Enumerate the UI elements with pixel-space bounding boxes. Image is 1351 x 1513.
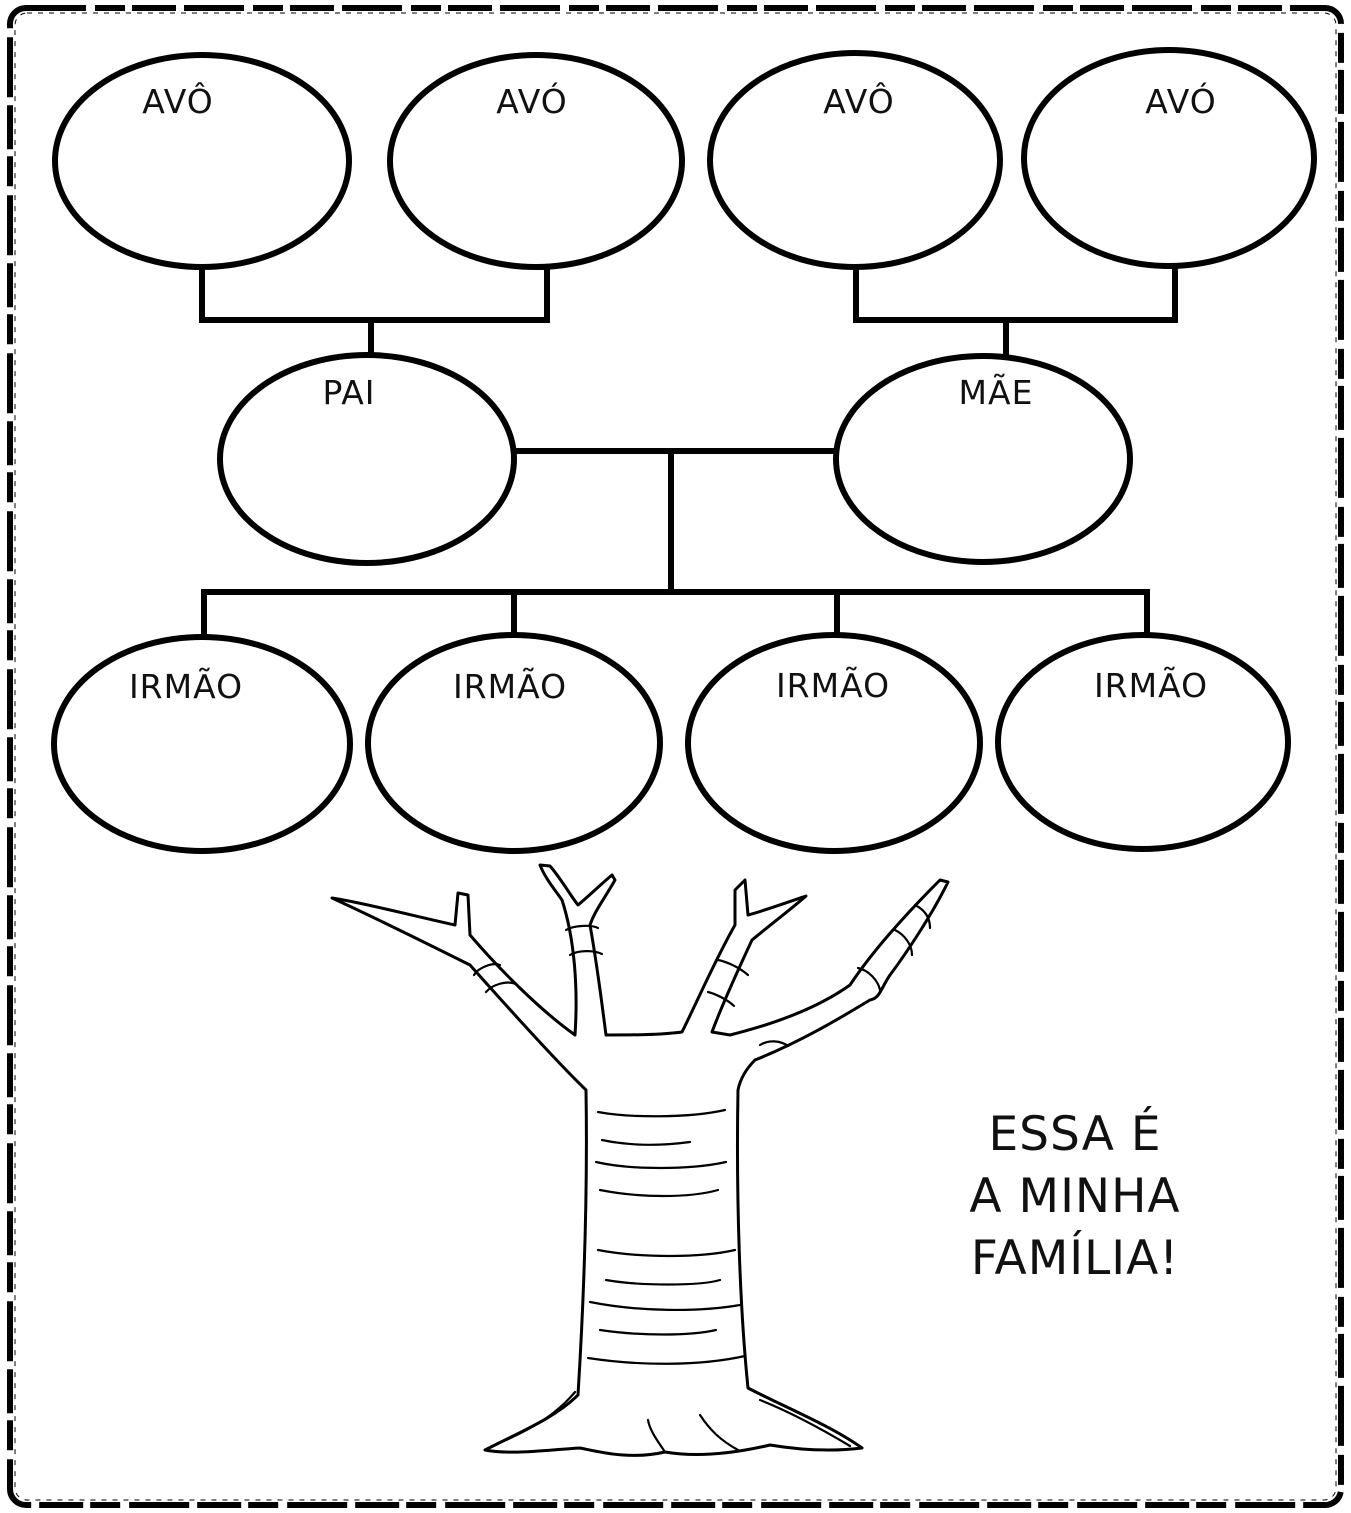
caption: ESSA É A MINHA FAMÍLIA!	[969, 1107, 1180, 1286]
sibling-node-2[interactable]: IRMÃO	[365, 632, 663, 854]
caption-line-3: FAMÍLIA!	[971, 1231, 1179, 1286]
grandparent-node-1[interactable]: AVÔ	[52, 52, 352, 270]
father-label: PAI	[322, 373, 375, 412]
bare-tree-icon	[330, 863, 950, 1457]
sibling-node-3[interactable]: IRMÃO	[685, 632, 983, 854]
frame-border	[7, 5, 1344, 1508]
paternal-grandparents-connector	[199, 263, 550, 323]
grandparent-label: AVÔ	[823, 81, 894, 121]
grandparent-label: AVÓ	[1145, 81, 1216, 121]
grandparent-label: AVÓ	[496, 81, 567, 121]
sibling-node-4[interactable]: IRMÃO	[995, 632, 1291, 852]
grandparent-node-4[interactable]: AVÓ	[1021, 47, 1317, 269]
caption-line-1: ESSA É	[988, 1107, 1161, 1162]
caption-line-2: A MINHA	[969, 1169, 1180, 1224]
father-node[interactable]: PAI	[217, 352, 517, 566]
sibling-label: IRMÃO	[129, 667, 243, 706]
mother-node[interactable]: MÃE	[833, 353, 1133, 565]
sibling-label: IRMÃO	[1094, 666, 1208, 705]
connectors	[199, 263, 1178, 641]
maternal-grandparents-connector	[853, 263, 1178, 323]
sibling-label: IRMÃO	[776, 666, 890, 705]
mother-label: MÃE	[959, 373, 1034, 412]
grandparent-node-2[interactable]: AVÓ	[387, 52, 685, 270]
grandparent-label: AVÔ	[142, 81, 213, 121]
grandparent-node-3[interactable]: AVÔ	[707, 50, 1003, 270]
sibling-node-1[interactable]: IRMÃO	[51, 634, 353, 854]
sibling-label: IRMÃO	[453, 667, 567, 706]
